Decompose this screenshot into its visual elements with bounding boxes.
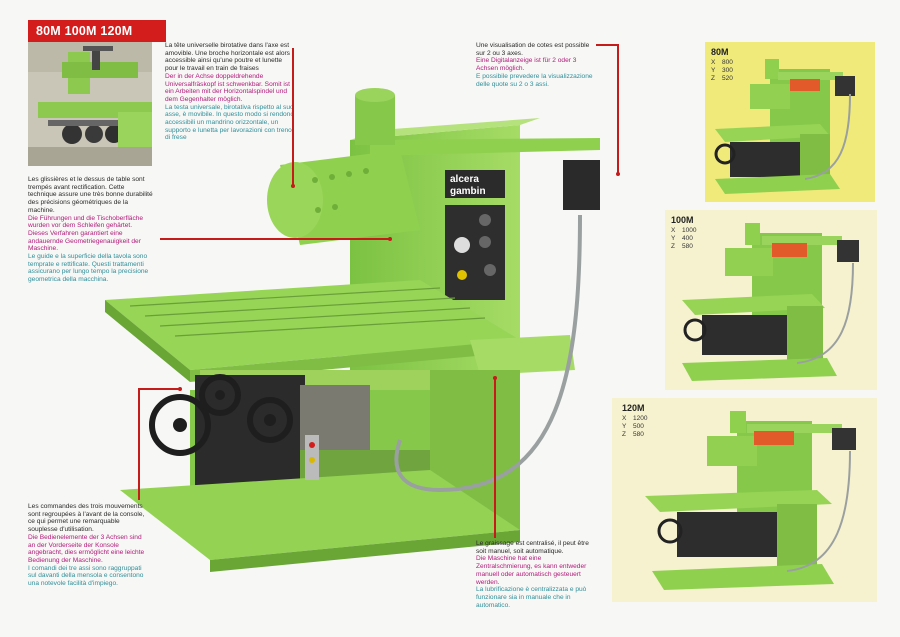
callout-lubrication-fr: Le graissage est centralisé, il peut êtr…: [476, 540, 589, 555]
callout-lubrication-de: Die Maschine hat eine Zentralschmierung,…: [476, 555, 587, 586]
callout-slides: Les glissières et le dessus de table son…: [28, 176, 154, 284]
model-panel-80m: 80M X 800 Y 300 Z 520: [705, 42, 875, 202]
brand-line-2: gambin: [450, 186, 486, 197]
callout-slides-fr: Les glissières et le dessus de table son…: [28, 176, 153, 214]
spec-value: 300: [722, 67, 733, 74]
leader-dot-readout: [616, 172, 620, 176]
callout-head-it: La testa universale, birotativa rispetto…: [165, 103, 295, 142]
leader-line-head: [292, 48, 294, 186]
leader-line-readout-v: [617, 44, 619, 174]
leader-dot-slides: [388, 237, 392, 241]
callout-controls-it: I comandi dei tre assi sono raggruppati …: [28, 564, 144, 588]
machine-80m-image: [714, 59, 855, 194]
callout-readout-de: Eine Digitalanzeige ist für 2 oder 3 Ach…: [476, 57, 577, 73]
model-header: 80M 100M 120M: [28, 20, 166, 42]
spec-value: 400: [682, 235, 693, 242]
spec-axis: Z: [671, 243, 675, 250]
callout-head-fr: La tête universelle birotative dans l'ax…: [165, 42, 290, 73]
spec-value: 520: [722, 75, 733, 82]
spec-value: 500: [633, 423, 644, 430]
callout-digital-readout: Une visualisation de cotes est possible …: [476, 42, 594, 88]
spec-axis: Y: [711, 67, 716, 74]
callout-head-de: Der in der Achse doppeldrehende Universa…: [165, 72, 290, 103]
callout-readout-it: E possibile prevedere la visualizzazione…: [476, 72, 593, 88]
machine-120m-image: [645, 411, 856, 590]
callout-universal-head: La tête universelle birotative dans l'ax…: [165, 42, 295, 142]
leader-line-readout-h: [596, 44, 618, 46]
leader-dot-lubrication: [493, 376, 497, 380]
brand-line-1: alcera: [450, 174, 479, 185]
spec-axis: X: [711, 59, 716, 66]
leader-dot-head: [291, 184, 295, 188]
leader-dot-controls: [178, 387, 182, 391]
callout-controls-de: Die Bedienelemente der 3 Achsen sind an …: [28, 533, 145, 564]
model-panel-120m: 120M X 1200 Y 500 Z 580: [612, 398, 877, 602]
spec-axis: Z: [711, 75, 715, 82]
spec-axis: Z: [622, 431, 626, 438]
callout-lubrication-it: La lubrificazione è centralizzata e può …: [476, 586, 587, 609]
model-specs-80m: X 800 Y 300 Z 520: [711, 59, 733, 83]
spec-value: 800: [722, 59, 733, 66]
spec-value: 1200: [633, 415, 648, 422]
callout-slides-it: Le guide e la superficie della tavola so…: [28, 253, 149, 284]
spec-axis: Y: [622, 423, 627, 430]
inset-head-detail-image: [28, 42, 152, 166]
leader-line-controls-h: [138, 388, 180, 390]
spec-axis: X: [622, 415, 627, 422]
callout-controls-fr: Les commandes des trois mouvements sont …: [28, 503, 145, 534]
spec-value: 580: [682, 243, 693, 250]
model-specs-120m: X 1200 Y 500 Z 580: [622, 415, 647, 439]
model-name-100m: 100M: [671, 215, 694, 225]
callout-slides-de: Die Führungen und die Tischoberfläche wu…: [28, 214, 144, 253]
leader-line-lubrication: [494, 378, 496, 538]
spec-axis: X: [671, 227, 676, 234]
callout-lubrication: Le graissage est centralisé, il peut êtr…: [476, 540, 596, 609]
model-specs-100m: X 1000 Y 400 Z 580: [671, 227, 696, 251]
model-name-80m: 80M: [711, 47, 729, 57]
callout-controls: Les commandes des trois mouvements sont …: [28, 503, 150, 588]
spec-value: 580: [633, 431, 644, 438]
model-name-120m: 120M: [622, 403, 645, 413]
model-panel-100m: 100M X 1000 Y 400 Z 580: [665, 210, 877, 390]
machine-100m-image: [682, 223, 859, 381]
main-milling-machine-image: alcera gambin: [105, 88, 600, 572]
leader-line-controls-v: [138, 388, 140, 500]
callout-readout-fr: Une visualisation de cotes est possible …: [476, 42, 590, 57]
leader-line-slides: [160, 238, 390, 240]
spec-axis: Y: [671, 235, 676, 242]
spec-value: 1000: [682, 227, 697, 234]
